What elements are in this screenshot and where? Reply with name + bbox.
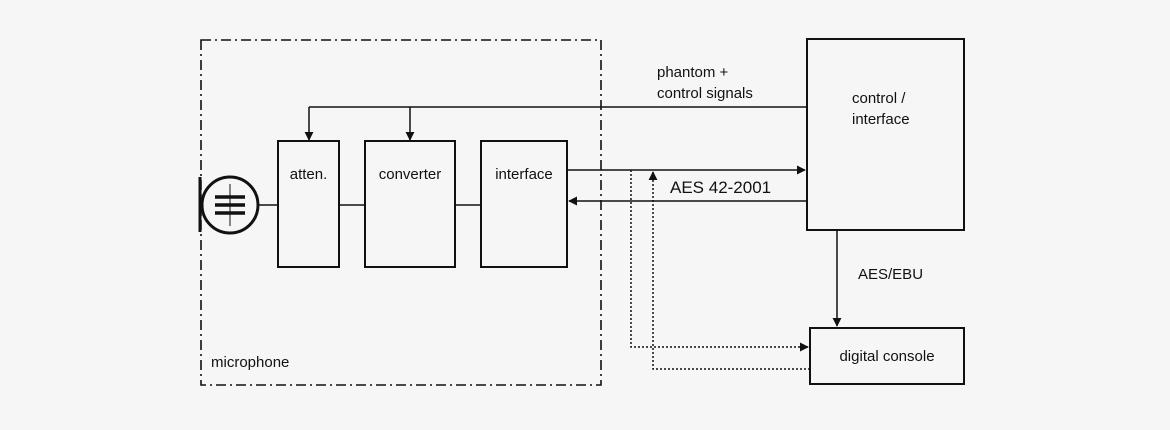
dotted-path-to-console <box>630 170 809 352</box>
converter-block <box>364 140 456 268</box>
digital-console-block <box>809 327 965 385</box>
aes-ebu-label: AES/EBU <box>858 266 923 283</box>
aes42-label: AES 42-2001 <box>670 178 771 197</box>
interface-block <box>480 140 568 268</box>
digital-console-label: digital console <box>839 348 934 365</box>
control-interface-block <box>806 38 965 231</box>
phantom-label-line1: phantom + <box>657 64 729 81</box>
interface-label: interface <box>495 166 553 183</box>
converter-label: converter <box>379 166 442 183</box>
phantom-control-signal-path <box>304 106 807 141</box>
phantom-label-line2: control signals <box>657 85 753 102</box>
atten-label: atten. <box>290 166 328 183</box>
control-interface-label-line2: interface <box>852 111 910 128</box>
microphone-enclosure <box>200 39 602 386</box>
dotted-path-from-console <box>648 171 810 370</box>
atten-block <box>277 140 340 268</box>
microphone-label: microphone <box>211 354 289 371</box>
control-interface-label-line1: control / <box>852 90 906 107</box>
microphone-capsule-icon <box>198 175 260 235</box>
